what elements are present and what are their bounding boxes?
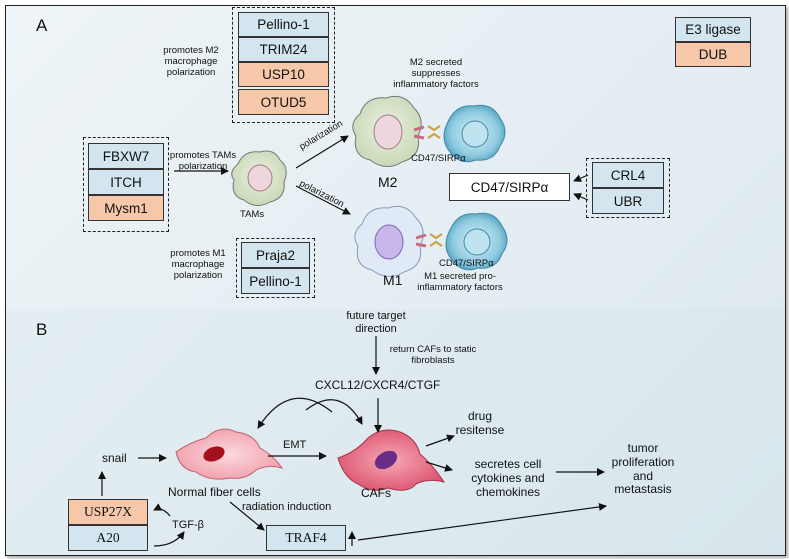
tam-item-fbxw7: FBXW7 — [88, 143, 164, 169]
m1-item-pellino1: Pellino-1 — [241, 268, 310, 294]
cd47-item-crl4: CRL4 — [592, 162, 664, 188]
legend-e3-ligase: E3 ligase — [675, 17, 751, 42]
emt-label: EMT — [283, 439, 307, 451]
radiation-induction-label: radiation induction — [242, 501, 332, 513]
normal-fiber-cells-label: Normal fiber cells — [168, 485, 261, 499]
cd47-regulators-group — [586, 158, 670, 218]
caf-cell-icon — [337, 429, 446, 491]
diagram-graphics — [98, 95, 607, 547]
m1-label: M1 — [383, 272, 403, 288]
tam-cell-icon — [231, 150, 287, 206]
panel-a-label: A — [36, 16, 48, 35]
m2-label: M2 — [378, 174, 398, 190]
tgf-beta-label: TGF-β — [172, 519, 204, 531]
m2-regulators-group — [232, 7, 335, 123]
cafs-label: CAFs — [361, 486, 391, 500]
tam-item-itch: ITCH — [88, 169, 164, 195]
traf4-box: TRAF4 — [266, 525, 346, 551]
figure-frame: A E3 ligase DUB Pellino-1 TRIM24 USP10 O… — [5, 5, 786, 556]
m1-cd47-label: CD47/SIRPα — [439, 258, 494, 269]
cxcl12-label: CXCL12/CXCR4/CTGF — [315, 378, 441, 392]
m2-cd47-label: CD47/SIRPα — [411, 153, 466, 164]
m2-item-otud5: OTUD5 — [238, 89, 329, 115]
m1-macrophage-icon — [354, 205, 443, 277]
m1-regulators-group — [236, 238, 315, 298]
m2-macrophage-icon — [352, 95, 441, 167]
cd47-sirpa-box: CD47/SIRPα — [449, 173, 570, 201]
legend-dub: DUB — [675, 42, 751, 67]
normal-fiber-cell-icon — [175, 428, 284, 480]
m2-item-usp10: USP10 — [238, 62, 329, 87]
tams-label: TAMs — [240, 209, 265, 220]
cd47-item-ubr: UBR — [592, 188, 664, 214]
snail-label: snail — [102, 451, 127, 465]
panel-b-label: B — [36, 320, 48, 339]
usp27x-box: USP27X — [68, 499, 148, 525]
a20-box: A20 — [68, 525, 148, 551]
tam-regulators-group — [83, 137, 169, 232]
m2-item-trim24: TRIM24 — [238, 37, 329, 62]
tam-item-mysm1: Mysm1 — [88, 195, 164, 221]
m2-item-pellino1: Pellino-1 — [238, 12, 329, 37]
m1-target-cell-icon — [445, 212, 508, 271]
m1-secreted-note: M1 secreted pro-inflammatory factors — [417, 271, 503, 293]
m2-target-cell-icon — [443, 104, 506, 163]
m1-item-praja2: Praja2 — [241, 242, 310, 268]
